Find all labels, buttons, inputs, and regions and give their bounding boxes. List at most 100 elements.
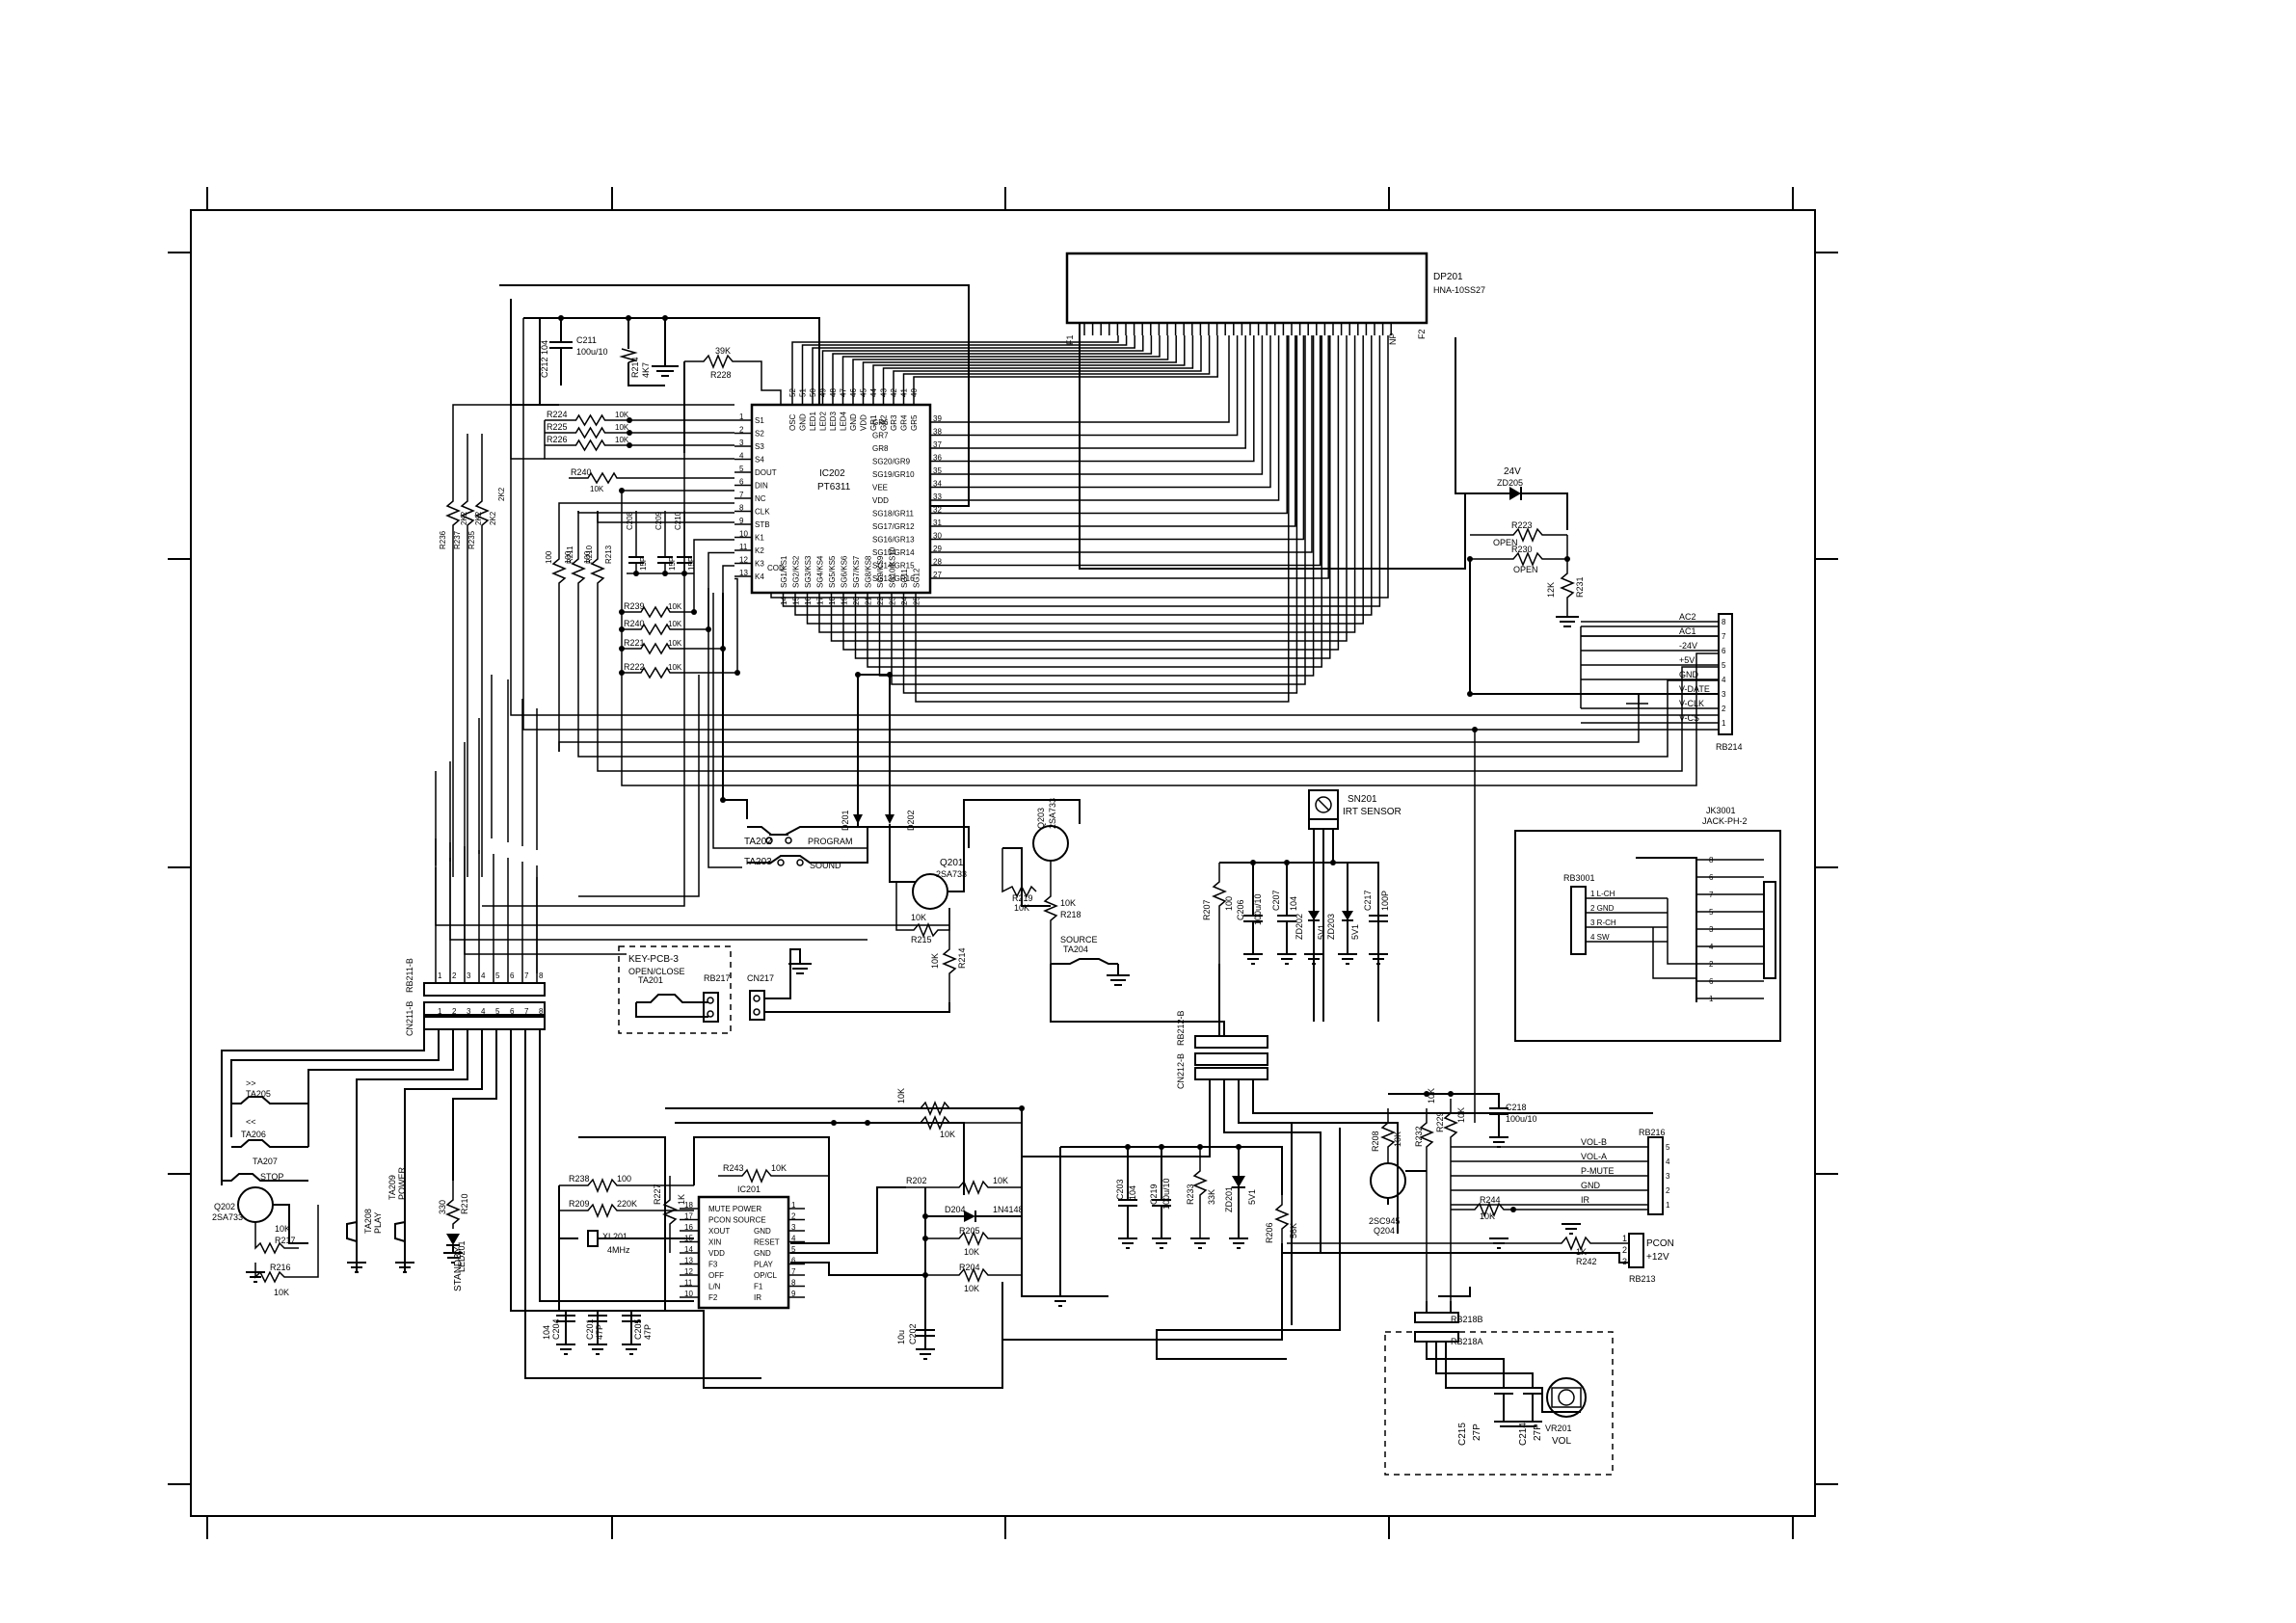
ic202-pin-label: VDD: [872, 496, 889, 505]
resistor: [545, 426, 636, 439]
svg-text:CN217: CN217: [747, 973, 774, 983]
svg-text:R219: R219: [1012, 893, 1033, 903]
svg-text:C201: C201: [585, 1318, 595, 1340]
ic201-pin-label: XIN: [708, 1238, 722, 1247]
cn211-pin-number: 1: [438, 1007, 442, 1016]
front-keys: >> TA205 << TA206 TA207 STOP Q202 2SA733…: [212, 1029, 1070, 1379]
power-supervisor: C203 104 C219 100u/10 R233 33K ZD201 5V1…: [556, 1136, 1581, 1360]
resistor-value: 10K: [668, 602, 682, 611]
resistor-value: 10K: [615, 423, 629, 432]
resistor: [445, 434, 461, 877]
bus-wire: [930, 335, 1305, 541]
rb214-pin-number: 6: [1722, 647, 1726, 655]
cn211-pin-number: 6: [510, 971, 515, 980]
resistor-value: 10K: [668, 639, 682, 648]
resistor-value: 10K: [615, 411, 629, 419]
cn211-pin-number: 2: [452, 971, 457, 980]
ic201-pin-label: OP/CL: [754, 1271, 778, 1280]
svg-text:POWER: POWER: [397, 1166, 407, 1200]
rb216-pin-label: VOL-B: [1581, 1137, 1607, 1147]
bus-wire: [930, 335, 1296, 527]
svg-text:2SA733: 2SA733: [936, 869, 967, 879]
svg-text:100P: 100P: [1380, 891, 1390, 911]
svg-text:R230: R230: [1511, 545, 1533, 554]
svg-text:ZD201: ZD201: [1224, 1186, 1234, 1212]
ic202-ref: IC202: [819, 468, 845, 479]
ic201-pin-label: F1: [754, 1283, 763, 1291]
bus-wire: [902, 335, 1298, 694]
ic201-pin-number: 6: [791, 1257, 796, 1265]
jack-pin-label: 4 SW: [1590, 933, 1610, 942]
svg-text:R202: R202: [906, 1176, 927, 1185]
svg-text:10K: 10K: [911, 913, 926, 922]
ic202-pin-label: LED4: [840, 411, 848, 431]
ic202-pin-label: VEE: [872, 484, 888, 492]
svg-text:STOP: STOP: [260, 1172, 283, 1182]
ic202-pin-label: SG12: [913, 568, 921, 588]
ic202-pin-number: 8: [739, 504, 744, 513]
ic201-oscillator: R238 100 R209 220K XL201 4MHz 104 C204 C…: [542, 1107, 1023, 1389]
bus-wire: [806, 335, 1364, 625]
svg-text:R229: R229: [1435, 1111, 1445, 1132]
ic201-pin-label: MUTE POWER: [708, 1205, 761, 1213]
ic201-right-ladder: 10K 10K R202 10K D204 1N4148 R205 10K R2…: [790, 1088, 1025, 1349]
svg-text:104: 104: [1128, 1185, 1137, 1200]
dp201-pins: [1083, 323, 1392, 335]
svg-text:C205: C205: [633, 1318, 643, 1340]
svg-text:RB3001: RB3001: [1563, 873, 1595, 883]
ic201-pin-label: RESET: [754, 1238, 780, 1247]
rb214-pin-number: 1: [1722, 719, 1726, 728]
svg-text:R233: R233: [1186, 1184, 1195, 1205]
svg-text:F2: F2: [1417, 329, 1427, 339]
ic202-pin-number: 10: [739, 530, 748, 539]
ic202-pin-number: 5: [739, 465, 744, 473]
bus-wire: [854, 335, 1331, 659]
svg-text:RB211-B: RB211-B: [405, 958, 414, 993]
rb214-pin-number: 7: [1722, 632, 1726, 641]
ic202-bottom-pins: SG1/KS114SG2/KS215SG3/KS316SG4/KS417SG5/…: [767, 546, 921, 605]
svg-text:100u/10: 100u/10: [1161, 1178, 1171, 1210]
capacitor-label: C208: [626, 511, 634, 530]
ic202-pin-number: 47: [840, 388, 848, 397]
ic202-pin-label: GR8: [872, 444, 889, 453]
ic202-pin-number: 44: [869, 388, 878, 397]
ic201-pin-number: 14: [684, 1245, 693, 1254]
ic202-pin-number: 50: [809, 388, 817, 397]
ic202-pin-label: K2: [755, 546, 764, 555]
ic202-pin-label: SG5/KS5: [828, 555, 837, 588]
bus-wire: [930, 335, 1322, 567]
ic201-pin-number: 16: [684, 1223, 693, 1232]
capacitor-value: 15P: [639, 557, 648, 571]
svg-text:24V: 24V: [1504, 466, 1521, 477]
svg-text:R215: R215: [911, 935, 932, 945]
ic202-pin-number: 29: [933, 545, 942, 553]
ic202-pin-label: VDD: [860, 414, 868, 431]
rb216-pin-label: GND: [1581, 1181, 1601, 1190]
svg-text:R205: R205: [959, 1226, 980, 1236]
rb216-pin-number: 5: [1666, 1143, 1670, 1152]
resistor: [545, 413, 636, 427]
svg-text:1K: 1K: [677, 1194, 686, 1205]
svg-text:10K: 10K: [993, 1176, 1008, 1185]
connector-rb213-pcon: PCON +12V RB213 1 2 3: [1282, 1233, 1674, 1284]
ic202-pin-label: OSC: [788, 413, 797, 431]
program-sound-keys: TA202 PROGRAM TA203 SOUND D201 D202 Q201…: [720, 593, 1225, 1036]
ic202-pin-number: 20: [852, 597, 861, 605]
cn211-pin-number: 3: [467, 1007, 471, 1016]
svg-text:OPEN: OPEN: [1493, 538, 1518, 547]
svg-text:47P: 47P: [643, 1324, 653, 1340]
resistor-label: R240: [624, 619, 645, 628]
svg-text:R227: R227: [653, 1184, 662, 1205]
svg-text:VR201: VR201: [1545, 1423, 1572, 1433]
ic202-pin-label: SG20/GR9: [872, 458, 911, 466]
svg-text:>>: >>: [246, 1078, 256, 1088]
resistor-value: 2K2: [460, 511, 468, 525]
svg-text:CN211-B: CN211-B: [405, 1001, 414, 1036]
svg-text:220K: 220K: [617, 1199, 637, 1209]
svg-text:R228: R228: [710, 370, 732, 380]
svg-text:Q201: Q201: [940, 858, 964, 868]
resistor-value: 10K: [615, 436, 629, 444]
